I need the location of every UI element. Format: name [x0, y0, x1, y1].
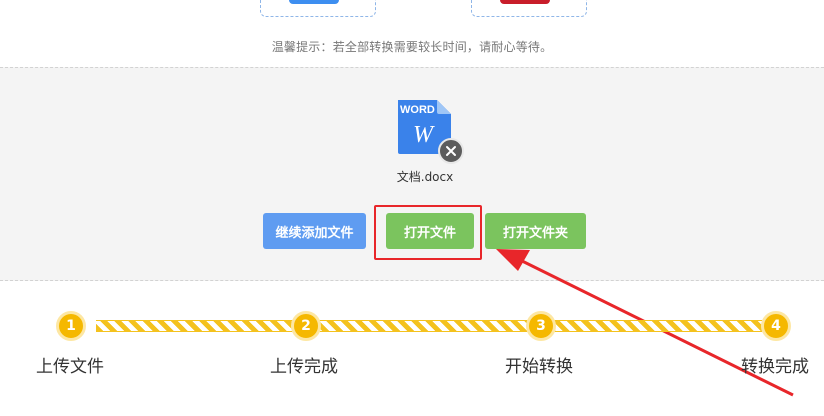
- tile-icon: [289, 0, 339, 4]
- progress-track: [96, 320, 762, 332]
- step-2-label: 上传完成: [270, 357, 338, 377]
- pdf-tile[interactable]: [471, 0, 587, 17]
- word-to-pdf-tile[interactable]: [260, 0, 376, 17]
- word-badge: WORD: [400, 104, 435, 116]
- step-2-circle: 2: [291, 311, 321, 341]
- open-file-button[interactable]: 打开文件: [386, 213, 474, 249]
- step-3-circle: 3: [526, 311, 556, 341]
- step-1-circle: 1: [56, 311, 86, 341]
- tile-icon: [500, 0, 550, 4]
- word-document-icon: WORD W: [395, 98, 455, 160]
- add-more-files-button[interactable]: 继续添加文件: [263, 213, 366, 249]
- highlight-box: [374, 205, 482, 260]
- tip-text: 温馨提示：若全部转换需要较长时间，请耐心等待。: [271, 40, 553, 54]
- step-4-circle: 4: [761, 311, 791, 341]
- step-4-label: 转换完成: [741, 357, 809, 377]
- file-name: 文档.docx: [396, 170, 454, 184]
- word-letter: W: [413, 122, 435, 148]
- step-3-label: 开始转换: [505, 357, 573, 377]
- step-1-label: 上传文件: [36, 357, 104, 377]
- open-folder-button[interactable]: 打开文件夹: [485, 213, 586, 249]
- close-icon[interactable]: [438, 138, 464, 164]
